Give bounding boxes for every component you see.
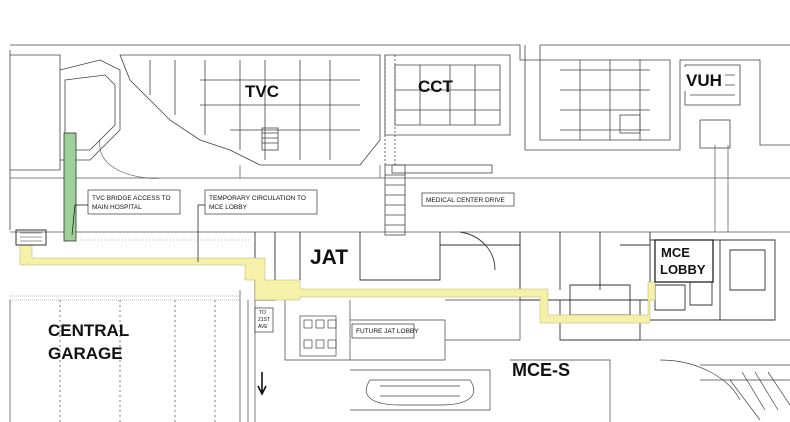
central-garage-outline (9, 290, 249, 422)
mce-s-label: MCE-S (512, 360, 570, 380)
medical-center-drive-label-box (421, 192, 515, 207)
temporary-circulation-callout-box (204, 189, 318, 215)
mce-lobby-label-line1: MCE (661, 245, 690, 260)
vuh-label-box (683, 67, 725, 91)
medical-center-drive-lines (10, 139, 790, 233)
central-garage-label-line2: GARAGE (48, 344, 123, 363)
temporary-circulation-path (19, 244, 656, 324)
entry-vestibule-detail (20, 232, 42, 242)
jat-label: JAT (310, 246, 348, 269)
mce-s-linework (254, 299, 790, 422)
down-arrow-icon (257, 372, 267, 396)
callout-leaders (71, 204, 208, 262)
to-21st-ave-box (254, 307, 274, 333)
central-garage-label-line1: CENTRAL (48, 321, 129, 340)
tvc-bridge-callout-line1: TVC BRIDGE ACCESS TO (92, 195, 171, 202)
temp-circulation-callout-line1: TEMPORARY CIRCULATION TO (209, 195, 306, 202)
vuh-label: VUH (686, 71, 722, 90)
tvc-label: TVC (245, 82, 279, 101)
medical-center-drive-label: MEDICAL CENTER DRIVE (426, 197, 506, 204)
to-21st-ave-line3: AVE (258, 324, 268, 330)
parking-stripes (10, 239, 250, 301)
future-jat-lobby-box (351, 323, 415, 339)
tvc-bridge-callout-box (87, 189, 181, 215)
to-21st-ave-line2: 21ST (258, 317, 270, 323)
mce-lobby-label-line2: LOBBY (660, 262, 706, 277)
entry-vestibule (15, 229, 47, 246)
mce-lobby-box (654, 239, 714, 283)
future-jat-lobby-label: FUTURE JAT LOBBY (356, 328, 419, 335)
cct-label: CCT (418, 77, 454, 96)
temp-circulation-callout-line2: MCE LOBBY (209, 204, 248, 211)
tvc-bridge-access-strip (63, 132, 77, 242)
tvc-bridge-callout-line2: MAIN HOSPITAL (92, 204, 142, 211)
to-21st-ave-line1: TO (259, 310, 266, 316)
